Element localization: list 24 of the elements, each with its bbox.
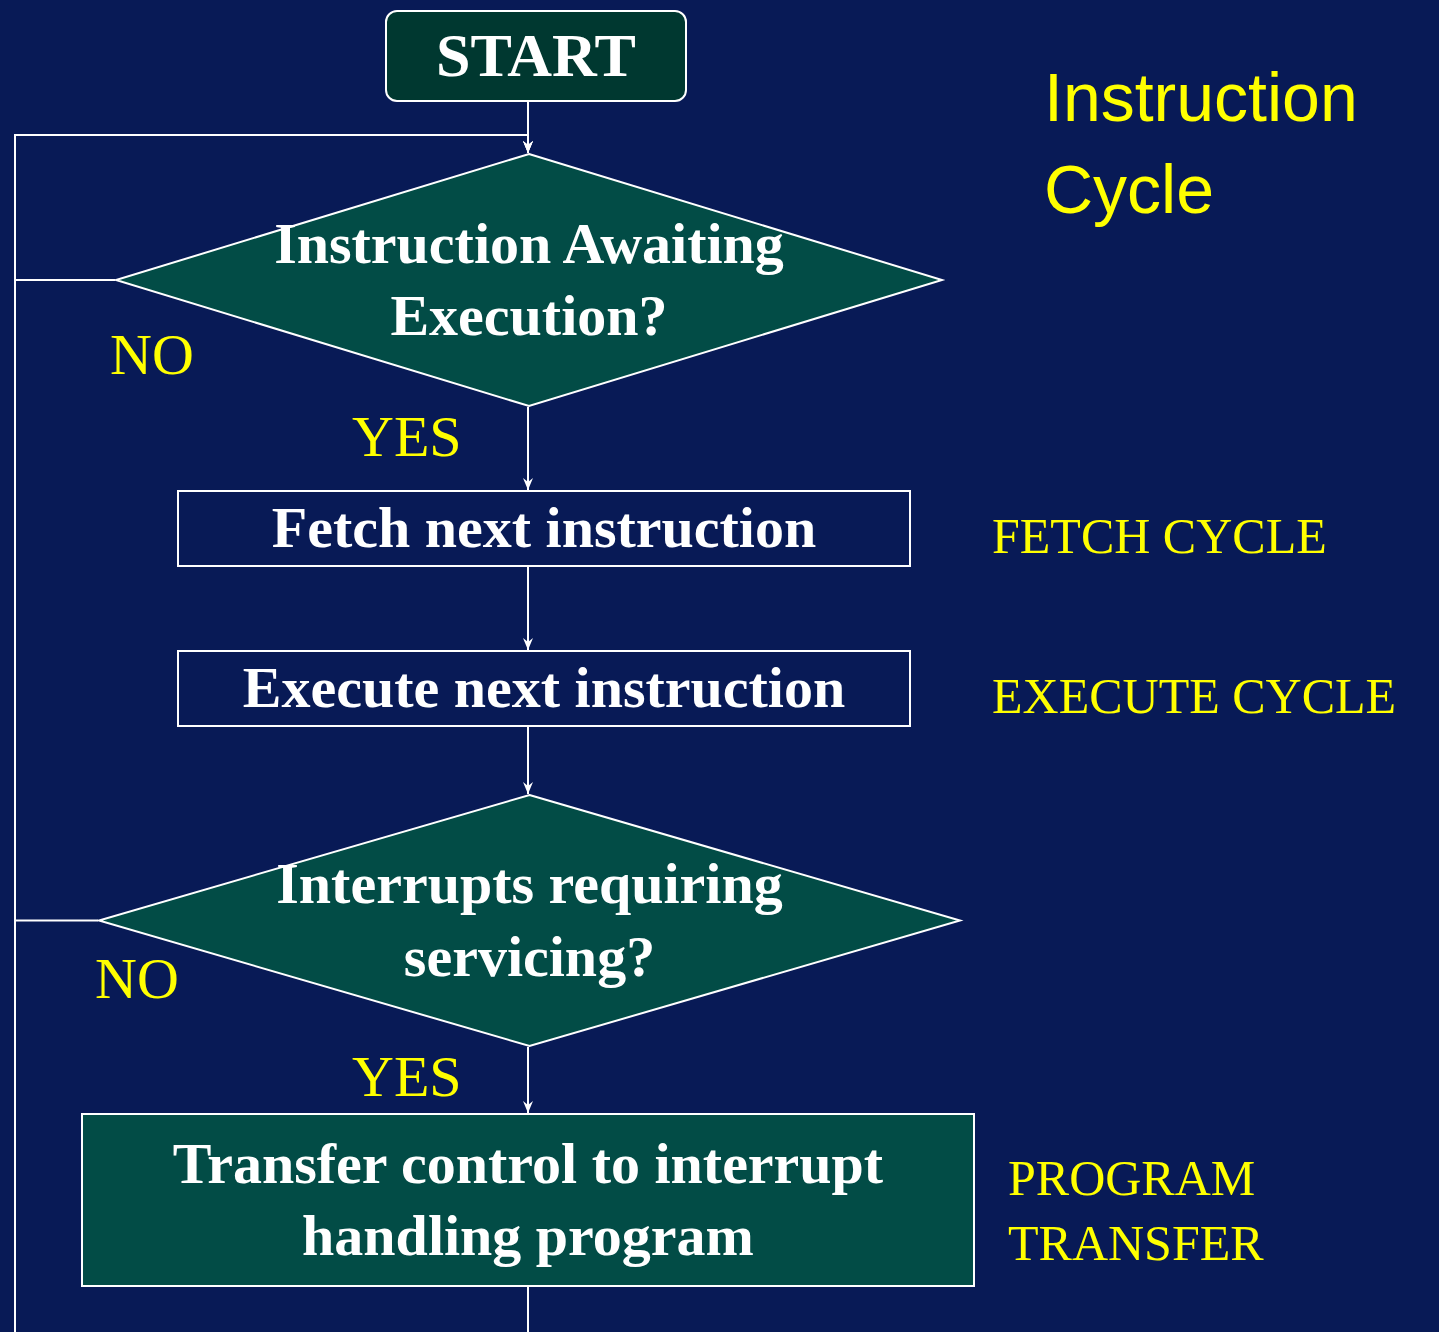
decision-diamond [98,794,961,1047]
arrow [523,566,533,651]
node-text: Instruction Awaiting Execution? [273,209,785,350]
arrow [523,1046,533,1114]
node-text: Transfer control to interrupt handling program [171,1129,885,1270]
arrow [523,406,533,491]
title: Instruction Cycle [1044,58,1359,229]
start-terminal [385,10,687,102]
node-text: Fetch next instruction [270,494,818,563]
stage-label: EXECUTE CYCLE [992,667,1397,726]
arrow [523,726,533,795]
process-box [177,490,911,567]
process-box [81,1113,975,1287]
edge-label: NO [95,945,179,1013]
stage-label: FETCH CYCLE [992,507,1327,566]
node-text: Interrupts requiring servicing? [275,850,784,991]
node-text: Execute next instruction [241,654,847,723]
edge-label: YES [352,1043,462,1111]
edge-label: YES [352,403,462,471]
edge-label: NO [110,321,194,389]
process-box [177,650,911,727]
stage-label: PROGRAM TRANSFER [1008,1149,1265,1273]
arrow [14,134,533,1332]
node-text: START [435,20,637,92]
